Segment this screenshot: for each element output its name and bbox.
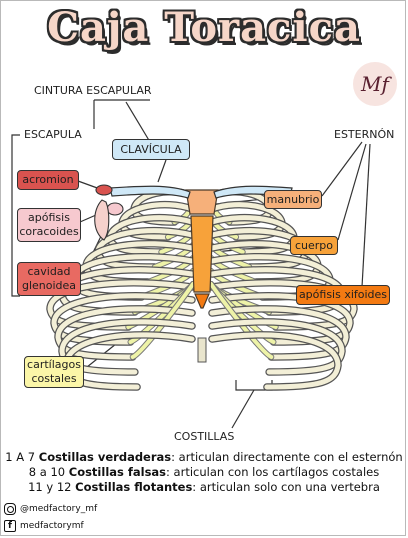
footer-line-3: 11 y 12 Costillas flotantes: articulan s… [0, 480, 408, 494]
cartilagos-line2: costales [31, 372, 77, 385]
footer-line-2-rest: : articulan con los cartílagos costales [166, 465, 380, 479]
rib [47, 280, 195, 330]
instagram-handle: @medfactory_mf [4, 503, 97, 515]
leader-esternon-cuerpo [337, 143, 367, 241]
leader-cintura-clav [125, 101, 151, 143]
cavidad-glenoidea-line2: glenoidea [21, 279, 77, 292]
clavicle-right [109, 185, 191, 199]
rib [209, 332, 341, 390]
acromion-shape [95, 184, 113, 196]
cavidad-glenoidea-label: cavidad glenoidea [17, 262, 81, 296]
footer-line-1-range: 1 A 7 [5, 450, 36, 464]
leader-esternon-xifoides [361, 143, 371, 288]
rib [51, 293, 195, 345]
spine-visible [197, 337, 207, 363]
footer-line-1-bold: Costillas verdaderas [38, 450, 172, 464]
cartilagos-costales-label: cartílagos costales [24, 356, 84, 388]
apofisis-coracoides-line1: apófisis [28, 211, 70, 224]
cavidad-glenoidea-line1: cavidad [27, 265, 71, 278]
footer-line-3-bold: Costillas flotantes [75, 480, 193, 494]
cintura-escapular-label: CINTURA ESCAPULAR [34, 84, 152, 97]
glenoid-shape [94, 199, 110, 241]
rib [209, 293, 353, 345]
cuerpo-label: cuerpo [290, 236, 338, 255]
rib [209, 319, 345, 375]
footer-line-2-range: 8 a 10 [28, 465, 66, 479]
sternum-body [190, 215, 214, 293]
facebook-handle: f medfactorymf [4, 520, 84, 532]
ribs [46, 187, 358, 391]
footer-line-3-rest: : articulan solo con una vertebra [192, 480, 380, 494]
footer-line-2-bold: Costillas falsas [68, 465, 167, 479]
rib [55, 306, 195, 360]
sternum-manubrium [185, 189, 219, 215]
facebook-icon: f [4, 520, 16, 532]
footer-line-1: 1 A 7 Costillas verdaderas: articulan di… [0, 450, 408, 464]
sternum-xiphoid [194, 293, 210, 309]
page-title: Caja Toracica [47, 4, 361, 51]
rib [59, 319, 195, 375]
coracoid-shape [106, 202, 124, 216]
manubrio-label: manubrio [264, 190, 322, 209]
costillas-label: COSTILLAS [174, 430, 235, 443]
rib-cage [46, 184, 358, 391]
acromion-label: acromion [17, 170, 79, 190]
clavicula-label: CLAVÍCULA [112, 139, 190, 160]
esternon-label: ESTERNÓN [334, 128, 395, 141]
escapula-label: ESCAPULA [24, 128, 82, 141]
cartilagos-line1: cartílagos [27, 358, 81, 371]
apofisis-coracoides-label: apófisis coracoides [17, 208, 81, 242]
apofisis-coracoides-line2: coracoides [19, 225, 79, 238]
rib [209, 306, 349, 360]
medfactory-logo: Mf [353, 62, 397, 106]
leader-esternon-manubrio [321, 141, 363, 197]
instagram-icon [4, 503, 16, 515]
instagram-text: @medfactory_mf [20, 504, 98, 514]
rib [209, 280, 357, 330]
footer-line-1-rest: : articulan directamente con el esternón [171, 450, 403, 464]
apofisis-xifoides-label: apófisis xifoides [296, 285, 390, 305]
leader-clavicula [157, 159, 167, 183]
escapula-bracket [11, 134, 20, 297]
leader-costillas [231, 389, 255, 429]
facebook-text: medfactorymf [20, 521, 84, 531]
footer-line-3-range: 11 y 12 [28, 480, 72, 494]
footer-line-2: 8 a 10 Costillas falsas: articulan con l… [0, 465, 408, 479]
